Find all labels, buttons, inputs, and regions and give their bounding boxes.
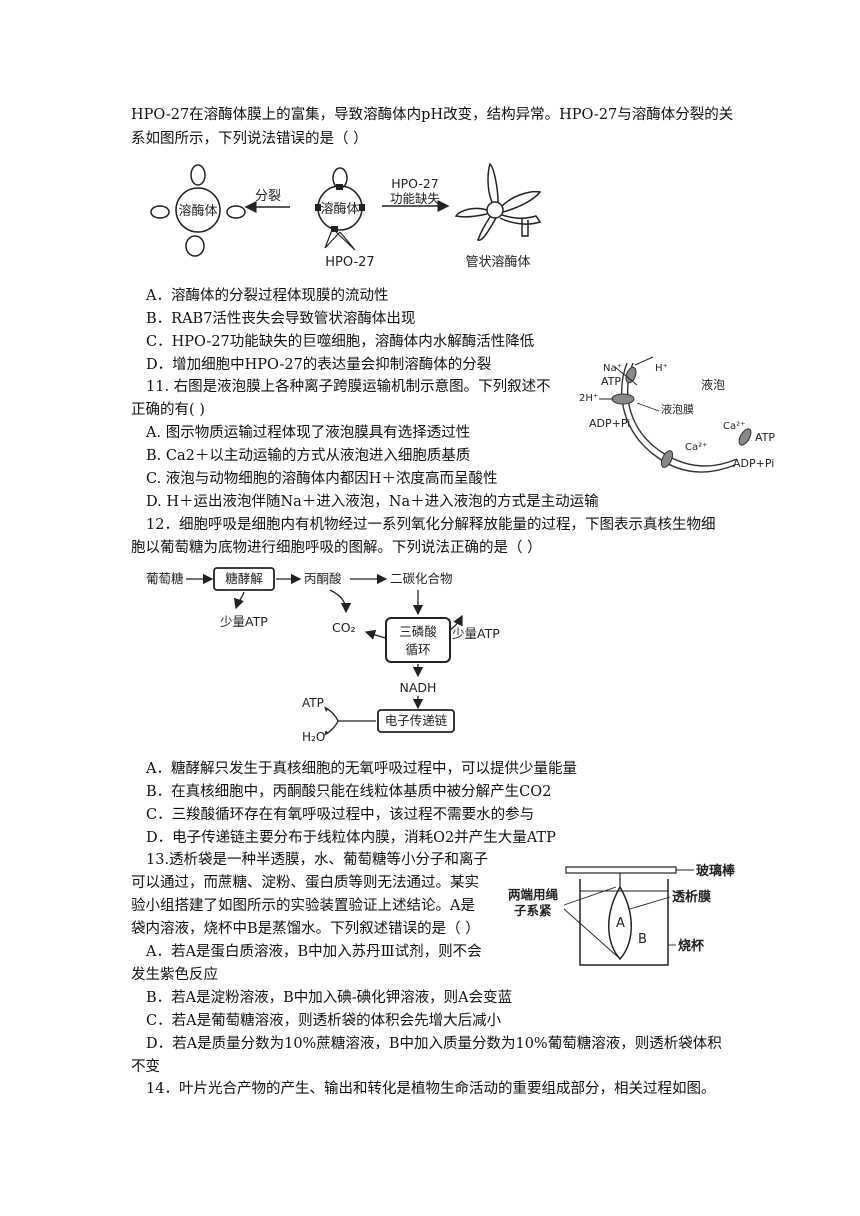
q13-stem-line1: 13.透析袋是一种半透膜，水、葡萄糖等小分子和离子 (146, 852, 489, 868)
label-a: A (616, 916, 625, 931)
lysosome-label-left: 溶酶体 (178, 203, 217, 219)
q12-option-a: A．糖酵解只发生于真核细胞的无氧呼吸过程中，可以提供少量能量 (146, 761, 577, 777)
adp2-label: ADP+Pi (733, 457, 774, 470)
vacuole-ion-transport-figure: Na⁺ H⁺ ATP 2H⁺ ADP+Pi 液泡 液泡膜 Ca²⁺ Ca²⁺ A… (579, 356, 775, 473)
small-lysosome-left (150, 205, 170, 219)
tubular-lysosome (486, 201, 504, 219)
function-loss-label-2: 功能缺失 (390, 191, 441, 206)
pyruvate-label: 丙酮酸 (304, 571, 342, 586)
nadh-label: NADH (400, 680, 437, 695)
co2-label: CO₂ (332, 620, 356, 635)
small-lysosome-top (190, 164, 206, 186)
glucose-label: 葡萄糖 (146, 571, 184, 586)
q10-stem-line2: 系如图所示，下列说法错误的是（ ） (131, 131, 368, 147)
lysosome-label-middle: 溶酶体 (320, 201, 359, 217)
ca-label-1: Ca²⁺ (685, 442, 707, 453)
cell-respiration-diagram: 葡萄糖 糖酵解 丙酮酸 二碳化合物 少量ATP CO₂ 三磷酸 循环 少量ATP… (146, 567, 500, 744)
q13-option-a-cont: 发生紫色反应 (131, 967, 218, 983)
glycolysis-box (213, 567, 275, 591)
membrane-label: 透析膜 (672, 889, 711, 905)
q10-option-b: B．RAB7活性丧失会导致管状溶酶体出现 (146, 311, 416, 327)
vacuole-label: 液泡 (701, 377, 725, 392)
function-loss-label-1: HPO-27 (391, 176, 439, 191)
glycolysis-label: 糖酵解 (225, 571, 263, 586)
adp-label: ADP+Pi (589, 417, 630, 430)
hpo27-label: HPO-27 (325, 255, 374, 270)
etc-box (377, 709, 455, 733)
tca-label-1: 三磷酸 (399, 624, 437, 639)
q13-stem-line4: 袋内溶液，烧杯中B是蒸馏水。下列叙述错误的是（ ） (131, 921, 480, 937)
q13-option-c: C．若A是葡萄糖溶液，则透析袋的体积会先增大后减小 (146, 1013, 502, 1029)
tca-label-2: 循环 (405, 642, 430, 657)
ca-label-2: Ca²⁺ (723, 421, 745, 432)
rod-label: 玻璃棒 (696, 863, 736, 879)
glass-rod (565, 866, 677, 874)
q10-option-c: C．HPO-27功能缺失的巨噬细胞，溶酶体内水解酶活性降低 (146, 334, 535, 350)
tie-label-2: 子系紧 (514, 903, 552, 918)
na-label: Na⁺ (603, 363, 622, 374)
atp-label: ATP (601, 375, 621, 388)
2h-label: 2H⁺ (579, 393, 598, 404)
q12-option-c: C．三羧酸循环存在有氧呼吸过程中，该过程不需要水的参与 (146, 807, 535, 823)
q12-stem-line2: 胞以葡萄糖为底物进行细胞呼吸的图解。下列说法正确的是（ ） (131, 540, 542, 556)
q11-option-d: D. H＋运出液泡伴随Na＋进入液泡，Na＋进入液泡的方式是主动运输 (146, 494, 599, 510)
beaker-label: 烧杯 (678, 938, 705, 954)
ca-channel (660, 450, 674, 468)
ca-pump (738, 428, 752, 446)
little-atp-2-label: 少量ATP (452, 626, 500, 641)
q13-option-a: A．若A是蛋白质溶液，B中加入苏丹Ⅲ试剂，则不会 (146, 944, 482, 960)
label-b: B (638, 932, 647, 947)
q11-option-a: A. 图示物质运输过程体现了液泡膜具有选择透过性 (146, 425, 471, 441)
small-lysosome-right (226, 205, 246, 219)
atp2-label: ATP (755, 431, 775, 444)
q13-option-b: B．若A是淀粉溶液，B中加入碘-碘化钾溶液，则A会变蓝 (146, 990, 513, 1006)
q10-option-a: A．溶酶体的分裂过程体现膜的流动性 (146, 288, 389, 304)
na-h-antiporter (625, 366, 637, 384)
split-label: 分裂 (255, 189, 281, 204)
hpo27-pointer-lines (324, 229, 356, 251)
q13-stem-line3: 验小组搭建了如图所示的实验装置验证上述结论。A是 (131, 898, 475, 914)
tca-cycle-box (385, 617, 451, 663)
etc-label: 电子传递链 (385, 713, 448, 728)
q11-option-c: C. 液泡与动物细胞的溶酶体内都因H＋浓度高而呈酸性 (146, 471, 498, 487)
q11-stem-line2: 正确的有( ) (131, 402, 205, 418)
q13-stem-line2: 可以通过，而蔗糖、淀粉、蛋白质等则无法通过。某实 (131, 875, 479, 891)
lysosome-left (175, 187, 221, 233)
atp-label: ATP (302, 696, 324, 710)
q12-option-d: D．电子传递链主要分布于线粒体内膜，消耗O2并产生大量ATP (146, 830, 556, 846)
dialysis-bag (608, 885, 632, 961)
lysosome-division-figure: 溶酶体 分裂 溶酶体 HPO-27 HPO-27 功能缺失 管状溶酶体 (150, 162, 542, 270)
q13-option-d-cont: 不变 (131, 1059, 160, 1075)
tubular-lysosome-label: 管状溶酶体 (465, 254, 530, 270)
q12-stem-line1: 12．细胞呼吸是细胞内有机物经过一系列氧化分解释放能量的过程，下图表示真核生物细 (146, 517, 716, 533)
q10-stem-line1: HPO-27在溶酶体膜上的富集，导致溶酶体内pH改变，结构异常。HPO-27与溶… (131, 107, 734, 123)
dialysis-bag-figure: 玻璃棒 A B 两端用绳 子系紧 透析膜 烧杯 (508, 863, 736, 966)
vacuole-membrane (621, 362, 736, 473)
h-label: H⁺ (655, 363, 668, 374)
q11-stem-line1: 11. 右图是液泡膜上各种离子跨膜运输机制示意图。下列叙述不 (146, 379, 551, 395)
tie-label-1: 两端用绳 (508, 887, 559, 902)
h2o-label: H₂O (302, 730, 325, 744)
q14-stem-line1: 14．叶片光合产物的产生、输出和转化是植物生命活动的重要组成部分，相关过程如图。 (146, 1081, 716, 1097)
q12-option-b: B．在真核细胞中，丙酮酸只能在线粒体基质中被分解产生CO2 (146, 784, 552, 800)
q13-option-d: D．若A是质量分数为10%蔗糖溶液，B中加入质量分数为10%葡萄糖溶液，则透析袋… (146, 1036, 722, 1052)
membrane-label: 液泡膜 (661, 402, 694, 416)
q10-option-d: D．增加细胞中HPO-27的表达量会抑制溶酶体的分裂 (146, 357, 492, 373)
beaker (579, 879, 669, 966)
h-pump (611, 393, 635, 405)
two-carbon-label: 二碳化合物 (390, 571, 453, 586)
q11-option-b: B. Ca2＋以主动运输的方式从液泡进入细胞质基质 (146, 448, 471, 464)
little-atp-1-label: 少量ATP (220, 614, 268, 629)
small-lysosome-bottom (185, 235, 205, 257)
